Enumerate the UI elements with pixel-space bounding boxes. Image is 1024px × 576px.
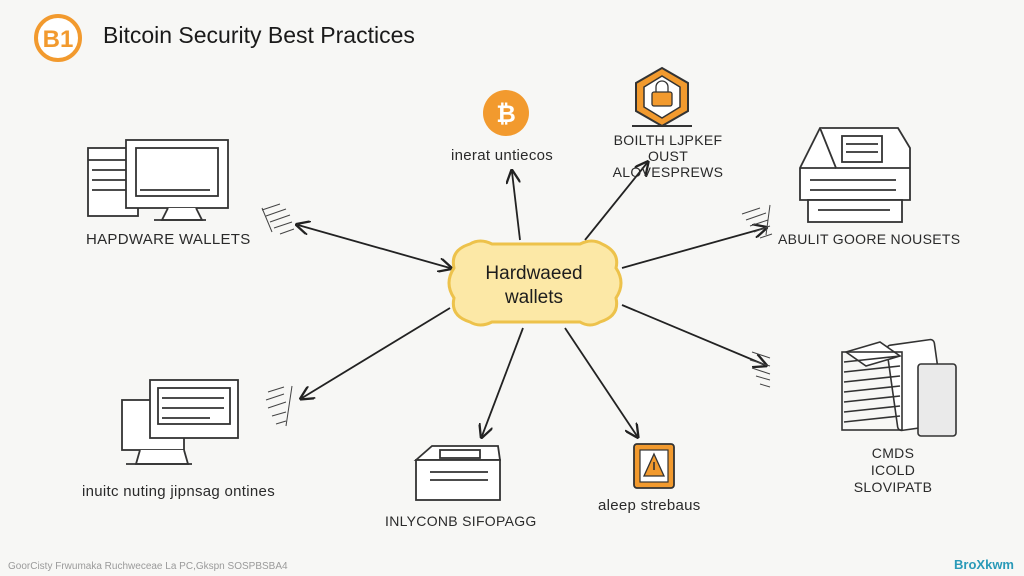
node-label-internal: inerat untiecos: [451, 147, 554, 164]
logo-text: B1: [43, 26, 74, 53]
node-label-hardware: HAPDWARE WALLETS: [86, 231, 251, 248]
arrow-to-abuilt: [621, 228, 765, 269]
arrow-to-internal: [512, 172, 521, 241]
hatch-marks: [261, 203, 773, 427]
svg-text:₿: ₿: [496, 101, 516, 128]
node-label-cmds: CMDS ICOLD SLOVIPATB: [848, 445, 938, 496]
printer-device-icon: [799, 127, 911, 223]
scanner-box-icon: [413, 445, 502, 501]
arrow-to-hardware: [298, 225, 450, 268]
node-label-build-line2: OUST ALOVESPREWS: [612, 148, 724, 180]
center-node-line2: wallets: [504, 287, 564, 308]
hexagon-lock-icon: [632, 66, 692, 128]
computer-stack-icon: [121, 379, 239, 465]
arrow-to-aleep: [564, 327, 637, 436]
footer-brand: BroXkwm: [954, 557, 1014, 572]
card-stack-icon: [841, 338, 957, 437]
center-node: Hardwaeed wallets: [470, 262, 598, 310]
arrow-to-inly: [482, 327, 524, 436]
page-title: Bitcoin Security Best Practices: [103, 22, 415, 48]
node-label-build: BOILTH LJPKEF OUST ALOVESPREWS: [604, 132, 732, 180]
arrow-to-cmds: [621, 304, 765, 365]
node-label-inuit: inuitc nuting jipnsag ontines: [82, 483, 275, 500]
node-label-aleep: aleep strebaus: [598, 497, 701, 514]
node-label-cmds-line1: CMDS ICOLD: [870, 445, 916, 478]
node-label-abuilt: ABULIT GOORE NOUSETS: [778, 231, 961, 247]
brand-logo-icon: B1: [34, 14, 82, 62]
bitcoin-coin-icon: ₿: [483, 90, 529, 136]
node-label-cmds-line2: SLOVIPATB: [853, 479, 933, 495]
node-label-inly: INLYCONB SIFOPAGG: [385, 513, 537, 529]
node-label-build-line1: BOILTH LJPKEF: [613, 132, 723, 148]
arrow-to-build: [584, 163, 647, 241]
arrow-to-inuit: [302, 307, 451, 398]
center-node-shape: [447, 239, 623, 327]
warning-tablet-icon: [633, 443, 675, 489]
footer-caption: GoorCisty Frwumaka Ruchweceae La PC,Gksp…: [8, 561, 288, 572]
desktop-monitor-icon: [87, 139, 229, 221]
center-node-line1: Hardwaeed: [485, 263, 583, 284]
